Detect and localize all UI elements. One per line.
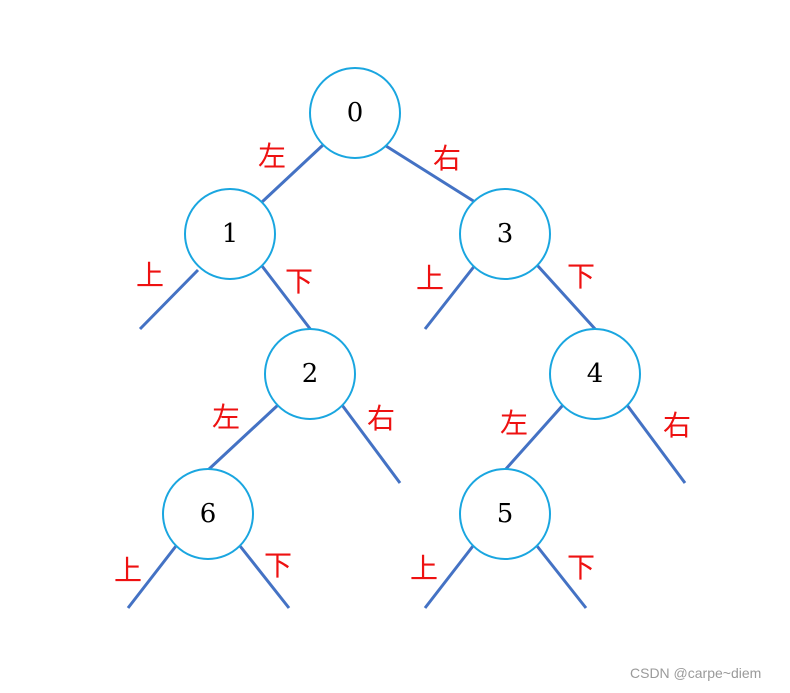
node-label: 4 [587,359,604,389]
node-label: 6 [200,499,217,529]
edge-3-up [423,263,478,330]
edge-5-up [423,545,475,609]
node-label: 2 [302,359,319,389]
tree-node-5: 5 [459,468,551,560]
node-circle [309,67,401,159]
edge-5-down [535,545,588,609]
node-label: 0 [347,98,364,128]
node-circle [162,468,254,560]
edge-0-3 [385,144,476,204]
edge-labels-layer: 左 右 上 下 上 下 左 右 左 右 上 下 上 下 [114,140,691,587]
tree-node-2: 2 [264,328,356,420]
node-circle [459,188,551,280]
edge-label-up: 上 [410,552,438,585]
tree-node-0: 0 [309,67,401,159]
edge-label-down: 下 [567,551,595,584]
edge-2-right [340,404,402,484]
edge-label-right: 右 [433,142,461,175]
edge-label-left: 左 [258,140,286,173]
tree-node-1: 1 [184,188,276,280]
node-label: 1 [222,219,239,249]
node-label: 3 [497,219,514,249]
node-circle [264,328,356,420]
watermark-text: CSDN @carpe~diem [630,665,762,681]
edge-label-right: 右 [367,402,395,435]
edge-label-left: 左 [212,401,240,434]
node-circle [549,328,641,420]
edges-layer [126,143,687,609]
edge-0-1 [260,143,325,204]
edge-label-down: 下 [285,265,313,298]
edge-2-6 [206,403,280,472]
tree-node-3: 3 [459,188,551,280]
node-circle [184,188,276,280]
tree-node-4: 4 [549,328,641,420]
edge-label-down: 下 [264,549,292,582]
edge-6-up [126,545,178,609]
edge-label-left: 左 [500,407,528,440]
edge-6-down [238,545,291,609]
edge-1-2 [260,265,313,331]
nodes-layer: 0 1 3 2 4 6 5 [162,67,641,560]
edge-4-5 [503,404,565,471]
edge-label-right: 右 [663,409,691,442]
edge-label-up: 上 [114,554,142,587]
node-circle [459,468,551,560]
edge-1-up [138,268,200,331]
tree-node-6: 6 [162,468,254,560]
edge-label-down: 下 [567,260,595,293]
edge-label-up: 上 [136,259,164,292]
edge-4-right [625,404,687,484]
node-label: 5 [497,499,514,529]
edge-label-up: 上 [416,262,444,295]
edge-3-4 [535,263,598,332]
